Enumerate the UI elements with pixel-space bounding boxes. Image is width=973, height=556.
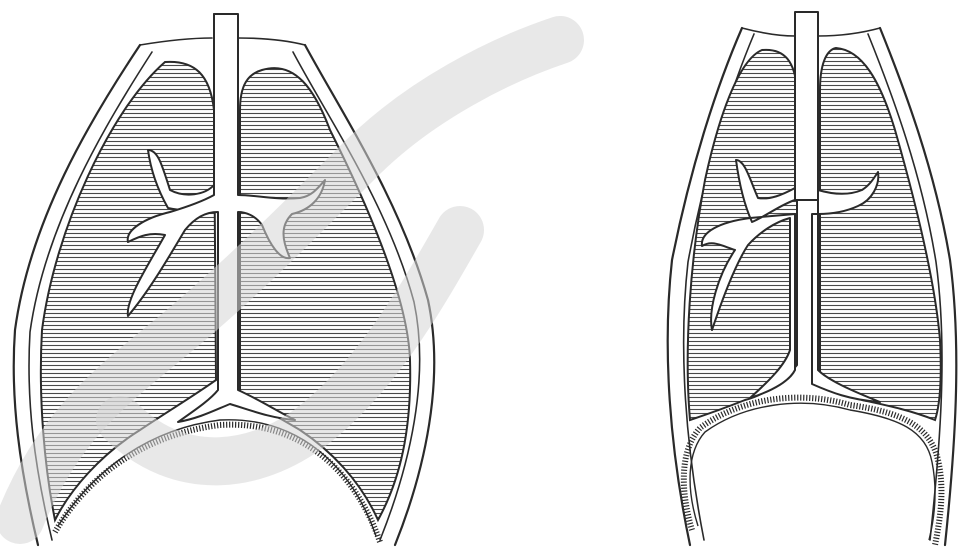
right-diaphragm (684, 398, 942, 545)
right-diaphragm-edge (690, 403, 935, 540)
right-panel-lung-right (820, 48, 941, 420)
left-apex-line-left (140, 38, 212, 45)
left-apex-line-right (238, 38, 305, 45)
right-thorax-panel (668, 12, 957, 545)
right-apex-line-left (742, 28, 795, 36)
right-trachea (795, 12, 818, 200)
right-apex-line-right (818, 28, 880, 36)
